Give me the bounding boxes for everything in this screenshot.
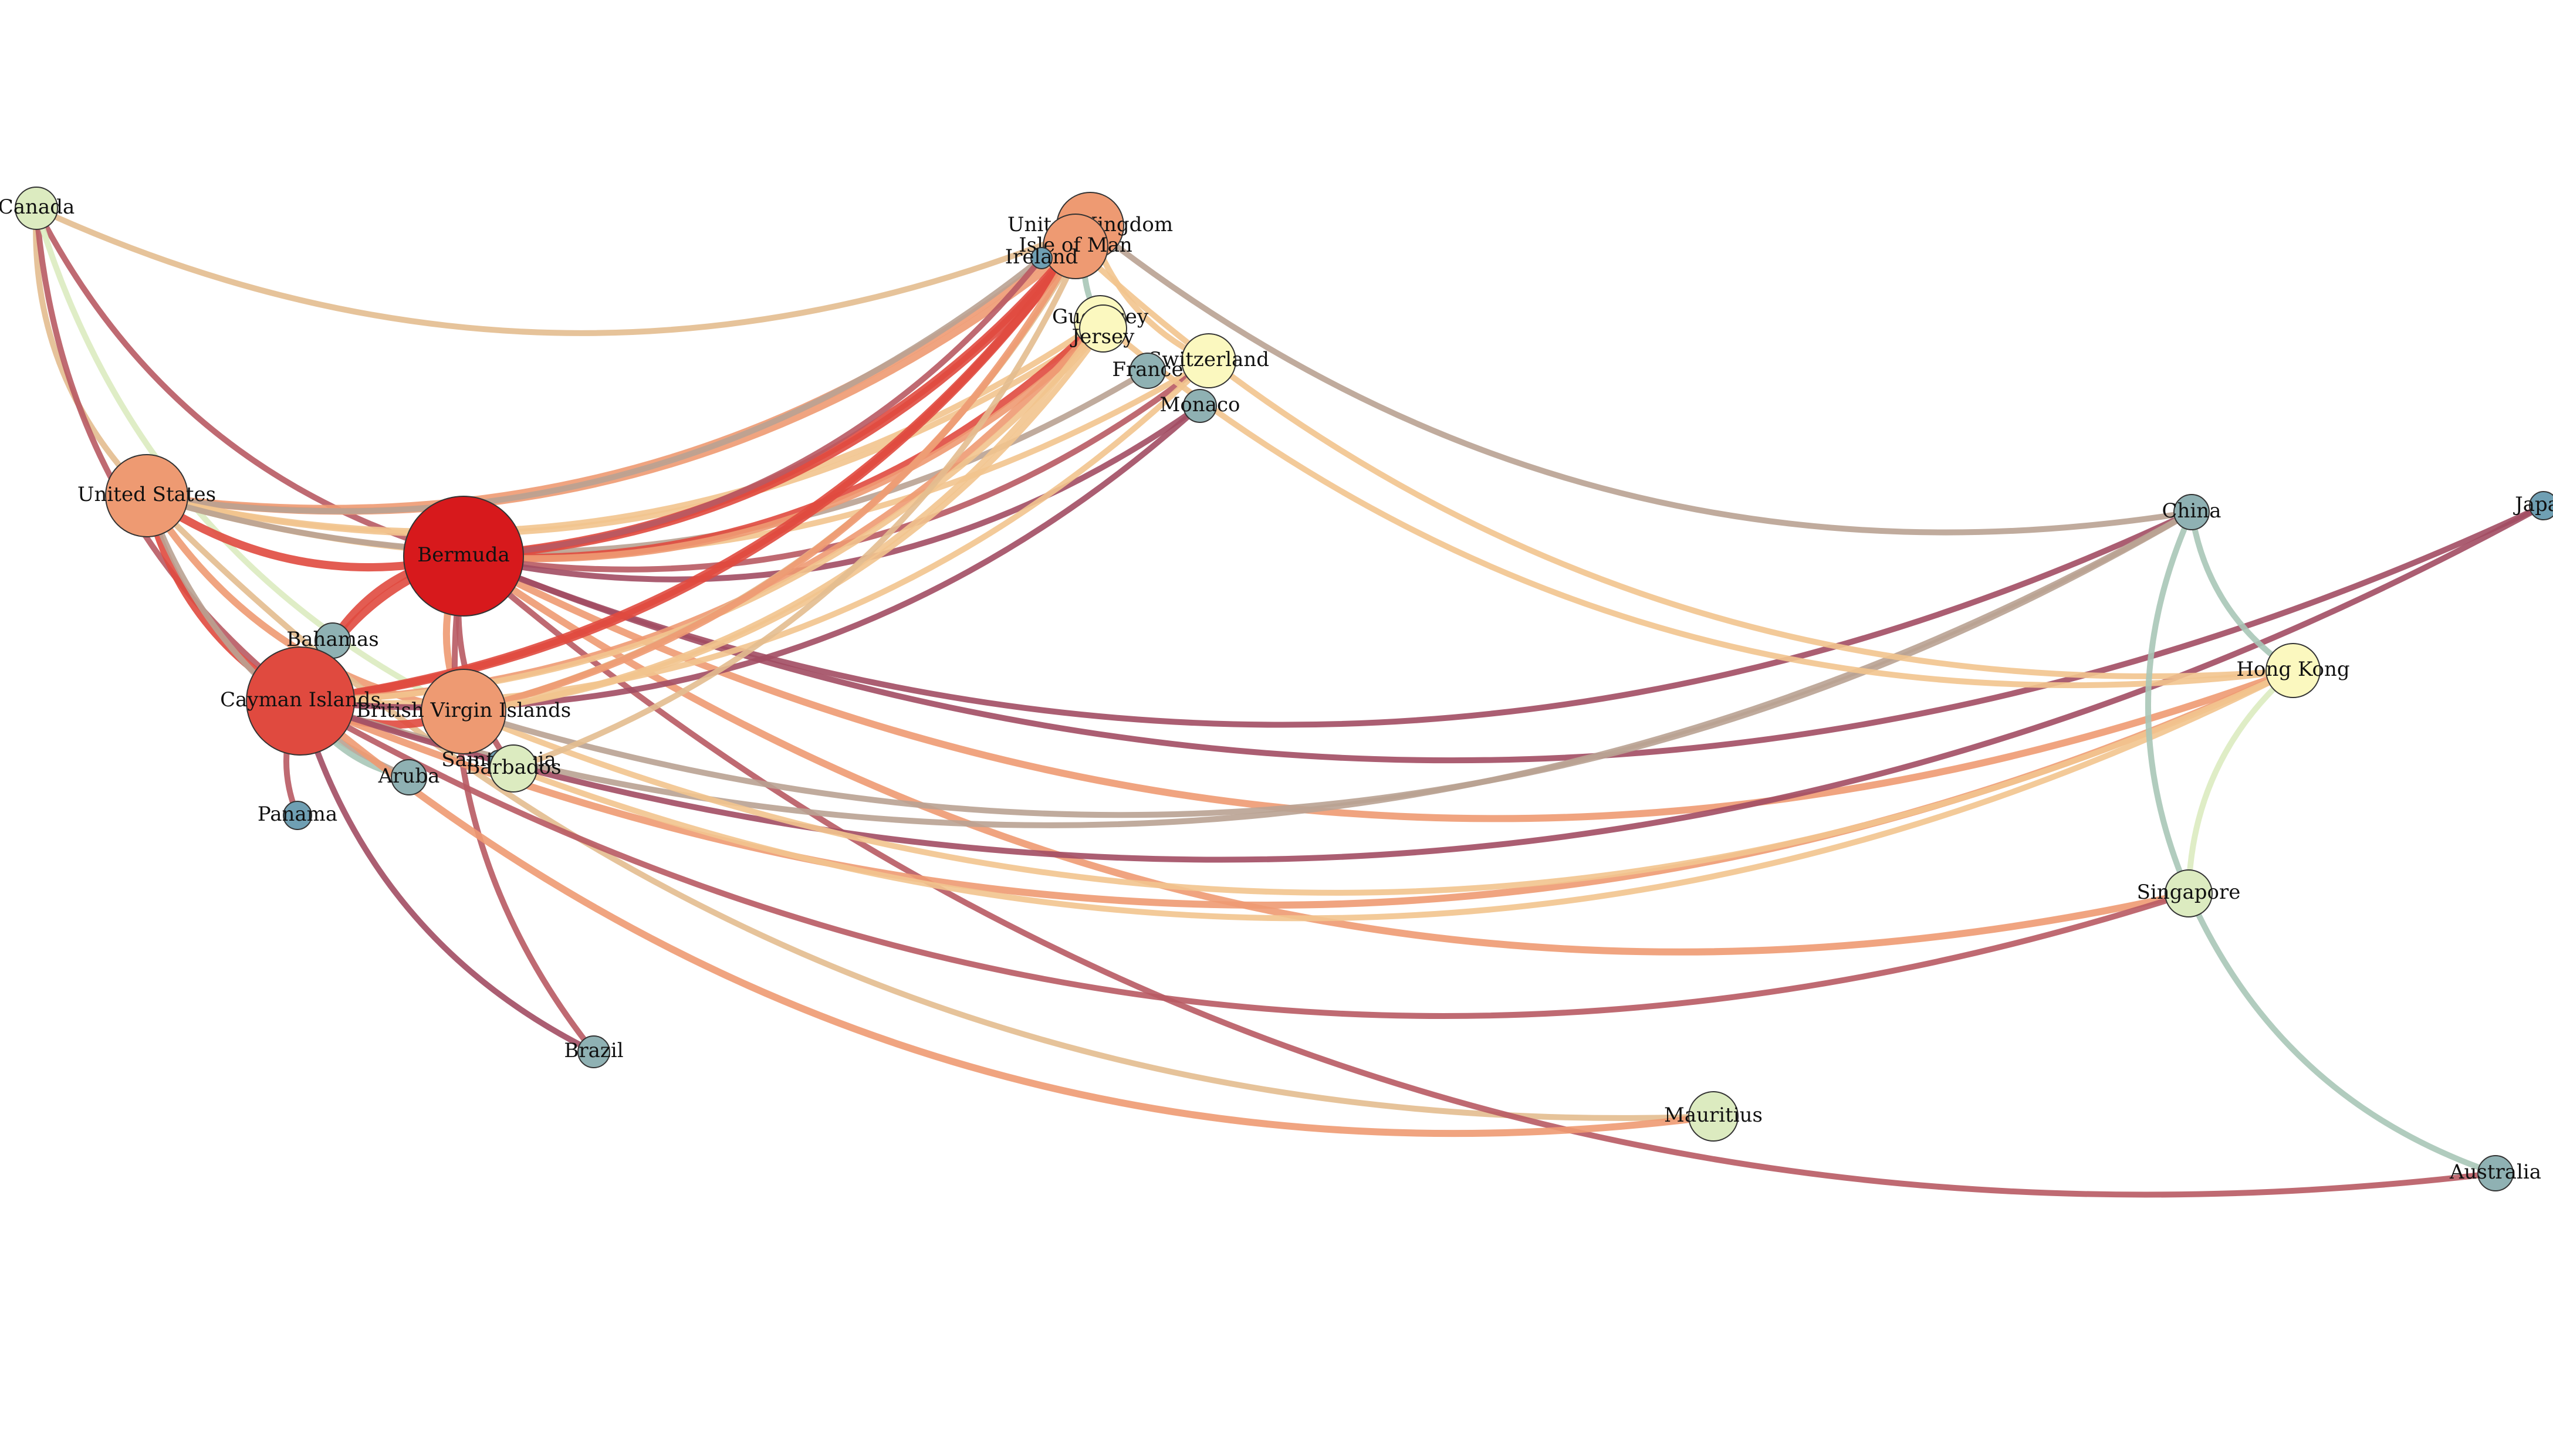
node-cayman-circle[interactable] [246, 646, 355, 756]
edge-bermuda-japan [461, 503, 2547, 764]
node-brazil-circle[interactable] [577, 1035, 610, 1068]
node-us[interactable]: United States [77, 454, 216, 537]
node-barbados[interactable]: Barbados [465, 744, 562, 793]
node-hongkong[interactable]: Hong Kong [2236, 643, 2350, 698]
edge-bvi-china [461, 509, 2194, 818]
node-mauritius[interactable]: Mauritius [1664, 1091, 1763, 1142]
node-canada-label: Canada [0, 195, 75, 219]
node-switzerland[interactable]: Switzerland [1148, 333, 1269, 388]
edge-us-aruba [144, 493, 412, 780]
edge-china-hongkong [2189, 509, 2296, 673]
node-cayman[interactable]: Cayman Islands [220, 646, 381, 756]
edge-singapore-australia [2186, 890, 2498, 1176]
edge-canada-us [33, 205, 150, 499]
node-mauritius-circle[interactable] [1688, 1091, 1739, 1142]
edge-hongkong-singapore [2186, 668, 2296, 896]
node-ireland-circle[interactable] [1030, 247, 1053, 269]
node-brazil[interactable]: Brazil [564, 1035, 624, 1068]
edge-bermuda-hongkong [460, 553, 2297, 822]
node-switzerland-circle[interactable] [1181, 333, 1236, 388]
node-china-circle[interactable] [2173, 494, 2210, 530]
edge-us-mauritius [144, 493, 1716, 1121]
node-singapore[interactable]: Singapore [2137, 869, 2241, 917]
node-canada-circle[interactable] [15, 187, 58, 230]
edge-iom-hongkong [1073, 243, 2296, 679]
node-panama[interactable]: Panama [258, 801, 337, 830]
node-monaco[interactable]: Monaco [1160, 389, 1240, 423]
node-brazil-label: Brazil [564, 1039, 623, 1062]
edge-bvi-hongkong [461, 668, 2296, 896]
edge-bermuda-china [461, 509, 2194, 728]
node-australia-circle[interactable] [2477, 1155, 2514, 1191]
node-bermuda[interactable]: Bermuda [403, 496, 524, 617]
edge-cayman-mauritius [297, 697, 1717, 1137]
edge-cayman-japan [297, 503, 2547, 863]
node-china-label: China [2162, 499, 2221, 523]
node-aruba-label: Aruba [378, 764, 440, 788]
node-us-circle[interactable] [105, 454, 188, 537]
node-switzerland-label: Switzerland [1148, 348, 1269, 371]
node-panama-label: Panama [258, 803, 337, 826]
node-bvi[interactable]: British Virgin Islands [356, 669, 571, 754]
node-bvi-label: British Virgin Islands [356, 699, 571, 722]
edge-canada-uk [33, 205, 1093, 336]
edge-cayman-singapore [297, 698, 2192, 1019]
edge-bermuda-australia [461, 553, 2498, 1198]
node-japan-circle[interactable] [2529, 491, 2553, 520]
edge-bermuda-singapore [460, 553, 2192, 956]
edge-bermuda-ireland [461, 255, 1044, 559]
edge-china-singapore [2145, 509, 2194, 896]
edge-cayman-brazil [297, 698, 597, 1055]
node-australia[interactable]: Australia [2449, 1155, 2541, 1191]
node-bvi-circle[interactable] [421, 669, 506, 754]
node-france-label: France [1112, 358, 1183, 381]
node-mauritius-label: Mauritius [1664, 1103, 1763, 1127]
edge-barbados-hongkong [510, 668, 2296, 922]
node-bermuda-circle[interactable] [403, 496, 524, 617]
node-aruba[interactable]: Aruba [378, 759, 440, 795]
node-hongkong-circle[interactable] [2265, 643, 2321, 698]
edge-us-ireland [144, 255, 1044, 514]
node-monaco-circle[interactable] [1183, 389, 1217, 423]
node-bahamas[interactable]: Bahamas [286, 622, 379, 659]
edge-us-bvi [143, 492, 467, 715]
node-singapore-circle[interactable] [2165, 869, 2213, 917]
node-canada[interactable]: Canada [0, 187, 75, 230]
node-iom-circle[interactable] [1043, 214, 1108, 279]
node-hongkong-label: Hong Kong [2236, 658, 2349, 681]
node-panama-circle[interactable] [283, 801, 312, 830]
edge-guernsey-hongkong [1097, 319, 2296, 689]
edge-uk-china [1087, 223, 2194, 536]
edge-bermuda-brazil [451, 553, 597, 1055]
node-france[interactable]: France [1112, 353, 1183, 389]
node-ireland[interactable]: Ireland [1005, 245, 1078, 269]
node-australia-label: Australia [2449, 1160, 2541, 1184]
node-jersey-label: Jersey [1070, 325, 1135, 348]
node-monaco-label: Monaco [1160, 393, 1240, 417]
node-singapore-label: Singapore [2137, 881, 2241, 904]
node-ireland-label: Ireland [1005, 245, 1078, 269]
edge-bvi-iom [460, 243, 1079, 715]
node-bermuda-label: Bermuda [417, 543, 510, 567]
node-japan[interactable]: Japan [2513, 491, 2553, 520]
node-barbados-circle[interactable] [489, 744, 537, 793]
edge-layer [33, 205, 2547, 1198]
node-jersey[interactable]: Jersey [1070, 304, 1135, 353]
node-cayman-label: Cayman Islands [220, 688, 381, 712]
node-barbados-label: Barbados [465, 756, 561, 779]
node-jersey-circle[interactable] [1079, 304, 1127, 353]
node-aruba-circle[interactable] [391, 759, 427, 795]
node-china[interactable]: China [2162, 494, 2221, 530]
node-france-circle[interactable] [1130, 353, 1166, 389]
edge-barbados-uk [510, 223, 1093, 771]
edge-cayman-china [297, 509, 2194, 828]
edge-bermuda-monaco [461, 403, 1203, 583]
node-us-label: United States [77, 483, 216, 506]
node-japan-label: Japan [2513, 493, 2553, 516]
